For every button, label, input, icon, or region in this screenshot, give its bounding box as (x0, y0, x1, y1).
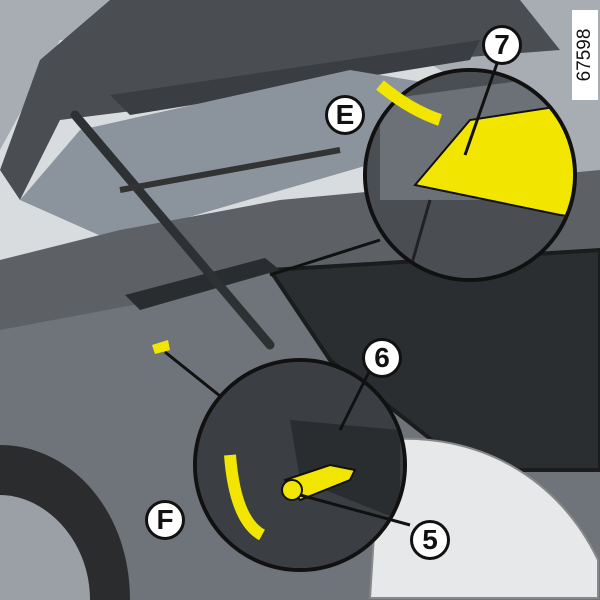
arrow-f-icon (224, 454, 266, 541)
inset-strut-clip (193, 358, 411, 572)
label-6: 6 (362, 338, 402, 378)
reference-number: 67598 (572, 10, 598, 100)
front-compartment (266, 247, 600, 472)
label-f: F (145, 500, 185, 540)
label-e: E (325, 95, 365, 135)
hood-support-rod-stowed (413, 98, 573, 222)
wiper (119, 147, 341, 193)
label-7: 7 (482, 25, 522, 65)
hood-strut (70, 110, 275, 350)
vent-grille (125, 258, 280, 310)
arrow-e-icon (376, 80, 442, 126)
strut-clip-marker (152, 340, 170, 354)
label-5: 5 (410, 520, 450, 560)
inset-hood-catch (363, 68, 577, 282)
